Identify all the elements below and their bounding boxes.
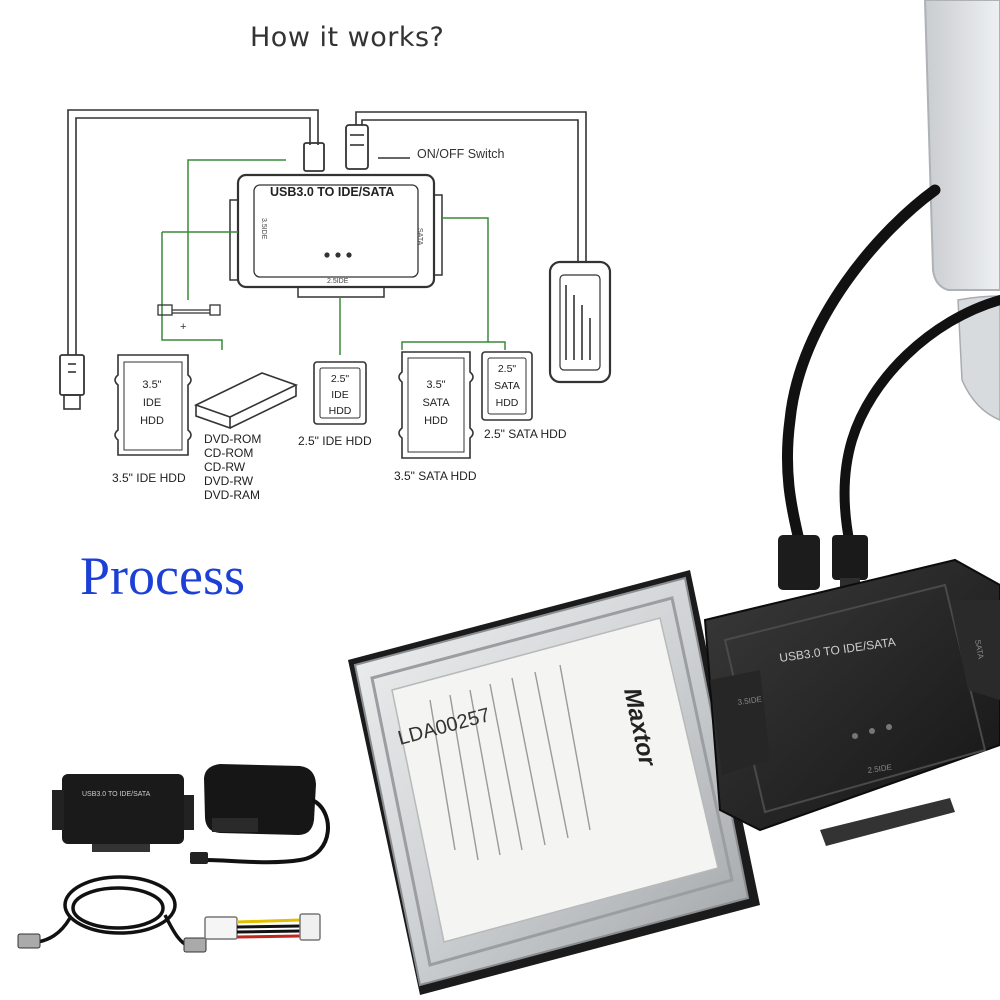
sata35-type: SATA (422, 397, 450, 409)
sata25-size: 2.5" (498, 363, 517, 375)
ide35-type: IDE (143, 397, 161, 409)
connectors-photo (778, 535, 868, 592)
power-cable-lines (345, 111, 587, 262)
sata35-hdd: HDD (424, 415, 448, 427)
photo-port-left: 3.5IDE (737, 695, 762, 707)
sata25-caption: 2.5" SATA HDD (484, 427, 567, 441)
kit-usb-cable (37, 875, 189, 948)
optical-item: DVD-RAM (204, 488, 260, 502)
sata35-box-text: 3.5" SATA HDD (422, 379, 450, 427)
kit-power-cable (204, 913, 321, 941)
hdd-photo: Maxtor LDA00257 (348, 570, 760, 995)
photo-port-right: SATA (973, 639, 985, 661)
ide25-hdd: HDD (329, 405, 352, 417)
power-connector-drawing (157, 304, 221, 316)
hdd-drawings (114, 351, 533, 459)
kit-power-adapter (190, 764, 330, 865)
sata35-size: 3.5" (426, 379, 445, 391)
laptop (923, 0, 1000, 421)
ide25-caption: 2.5" IDE HDD (298, 434, 372, 448)
adapter-drawing (229, 173, 443, 298)
kit-usb-plugs (17, 933, 207, 953)
ide35-caption: 3.5" IDE HDD (112, 471, 186, 485)
power-adapter-drawing (548, 260, 612, 384)
ide25-type: IDE (331, 389, 349, 401)
kit-adapter-label: USB3.0 TO IDE/SATA (82, 791, 151, 798)
ide25-size: 2.5" (331, 373, 350, 385)
optical-list: DVD-ROM CD-ROM CD-RW DVD-RW DVD-RAM (204, 432, 261, 502)
photo-port-bottom: 2.5IDE (867, 763, 892, 775)
optical-item: CD-RW (204, 460, 246, 474)
ide35-hdd: HDD (140, 415, 164, 427)
ide25-box-text: 2.5" IDE HDD (329, 373, 352, 417)
green-connection-lines (161, 159, 506, 355)
usb-cable-lines (59, 109, 325, 410)
ide35-size: 3.5" (142, 379, 161, 391)
switch-label: ON/OFF Switch (417, 147, 505, 161)
power-plus-sign: + (180, 321, 186, 333)
sata35-caption: 3.5" SATA HDD (394, 469, 477, 483)
adapter-photo: USB3.0 TO IDE/SATA 3.5IDE SATA 2.5IDE (703, 558, 1000, 846)
kit-adapter: USB3.0 TO IDE/SATA (52, 774, 194, 852)
adapter-port-left: 3.5IDE (260, 218, 267, 240)
process-title: Process (80, 546, 245, 606)
sata25-type: SATA (494, 380, 520, 392)
adapter-port-right: SATA (416, 228, 423, 246)
connection-diagram (59, 109, 612, 410)
hdd-label-lines (429, 664, 591, 861)
sata25-hdd: HDD (496, 397, 519, 409)
adapter-label: USB3.0 TO IDE/SATA (270, 185, 394, 199)
cables (781, 184, 1000, 551)
optical-item: CD-ROM (204, 446, 253, 460)
adapter-port-bottom: 2.5IDE (327, 278, 349, 285)
page-heading: How it works? (250, 22, 445, 53)
sata25-box-text: 2.5" SATA HDD (494, 363, 520, 409)
optical-item: DVD-ROM (204, 432, 261, 446)
ide35-box-text: 3.5" IDE HDD (140, 379, 164, 427)
optical-item: DVD-RW (204, 474, 254, 488)
